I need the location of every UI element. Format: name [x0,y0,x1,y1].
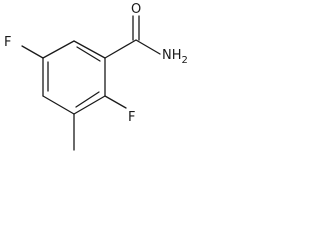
ring-double-bond-inner-top [76,46,101,62]
amide-h-count-subscript: 2 [182,55,188,66]
bond-to-fluorine-5 [21,45,44,59]
amide-nh-text: NH [162,48,182,63]
atom-label-fluorine-2: F [128,110,135,125]
ring-double-bond-inner-right [75,91,100,108]
ring-bond-c1-c6 [73,40,106,59]
ring-bond-c5-c1 [42,40,75,59]
bond-to-carbonyl-carbon [104,39,137,59]
structure-diagram: F F O NH2 [4,2,188,151]
ring-bond-c3-c4 [42,95,75,115]
atom-label-fluorine-5: F [4,35,11,50]
bond-to-fluorine-2 [104,95,127,109]
atom-label-carbonyl-oxygen: O [131,2,141,17]
atom-label-amide-nitrogen: NH2 [162,48,188,66]
bond-to-amide-nitrogen [135,39,161,55]
ring-bond-c2-c3 [73,95,106,115]
